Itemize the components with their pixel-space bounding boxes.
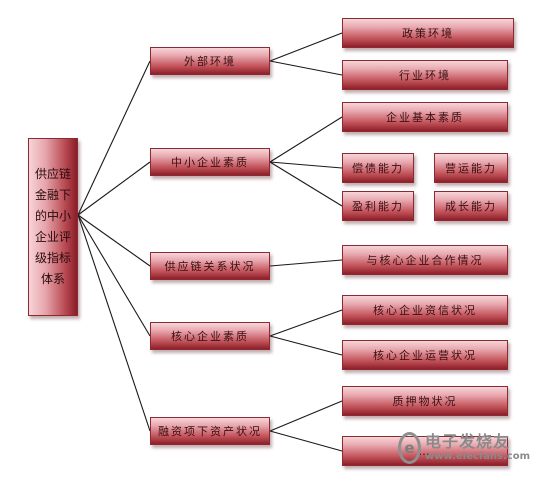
node-label: 核心企业素质 (171, 330, 249, 343)
node-growth-ability: 成长能力 (434, 191, 508, 221)
connector-line (77, 214, 151, 267)
connector-line (269, 161, 343, 169)
node-label: 核心企业资信状况 (373, 304, 477, 317)
connector-line (77, 161, 151, 216)
connector-line (269, 60, 343, 76)
node-core-enterprise-quality: 核心企业素质 (150, 322, 270, 350)
node-label: 企业基本素质 (386, 111, 464, 124)
node-industry-environment: 行业环境 (342, 60, 508, 90)
node-label: 营运能力 (445, 162, 497, 175)
node-core-cooperation: 与核心企业合作情况 (342, 245, 508, 275)
node-label: 中小企业素质 (171, 156, 249, 169)
node-policy-environment: 政策环境 (342, 18, 514, 48)
node-core-credit-status: 核心企业资信状况 (342, 295, 508, 325)
connector-line (77, 214, 151, 432)
node-label: 盈利能力 (352, 200, 404, 213)
node-label: 成长能力 (445, 200, 497, 213)
node-label: 融资项下资产状况 (158, 425, 262, 438)
node-label: 核心企业运营状况 (373, 349, 477, 362)
connector-line (77, 214, 151, 337)
connector-line (269, 259, 343, 267)
elecfans-logo-icon: e (398, 432, 422, 464)
node-label: … (418, 444, 432, 458)
node-solvency: 偿债能力 (342, 153, 414, 183)
connector-line (269, 400, 343, 432)
node-label: 外部环境 (184, 55, 236, 68)
connector-line (77, 60, 151, 216)
watermark: e 电子发烧友 www.elecfans.com (398, 428, 530, 468)
watermark-name: 电子发烧友 (425, 432, 511, 451)
logo-glyph: e (404, 439, 415, 457)
node-label: 与核心企业合作情况 (366, 254, 484, 267)
root-label: 供应链金融下的中小企业评级指标体系 (35, 167, 72, 286)
node-core-operation-status: 核心企业运营状况 (342, 340, 508, 370)
connector-line (269, 116, 343, 163)
connector-line (269, 430, 343, 452)
node-label: 行业环境 (399, 69, 451, 82)
node-financing-assets: 融资项下资产状况 (150, 417, 270, 445)
node-label: 供应链关系状况 (164, 260, 256, 273)
node-collateral-status: 质押物状况 (342, 386, 508, 416)
node-operation-ability: 营运能力 (434, 153, 508, 183)
node-label: 偿债能力 (352, 162, 404, 175)
connector-line (269, 32, 343, 62)
node-last-item: … (342, 436, 508, 466)
connector-line (269, 309, 343, 337)
connector-line (269, 161, 343, 207)
node-basic-quality: 企业基本素质 (342, 102, 508, 132)
node-profitability: 盈利能力 (342, 191, 414, 221)
watermark-url: www.elecfans.com (425, 451, 530, 462)
node-label: 政策环境 (402, 27, 454, 40)
node-label: 质押物状况 (392, 395, 458, 408)
node-external-environment: 外部环境 (150, 47, 270, 75)
root-node: 供应链金融下的中小企业评级指标体系 (28, 138, 78, 316)
connector-line (269, 335, 343, 356)
node-supply-chain-relationship: 供应链关系状况 (150, 252, 270, 280)
node-sme-quality: 中小企业素质 (150, 148, 270, 176)
